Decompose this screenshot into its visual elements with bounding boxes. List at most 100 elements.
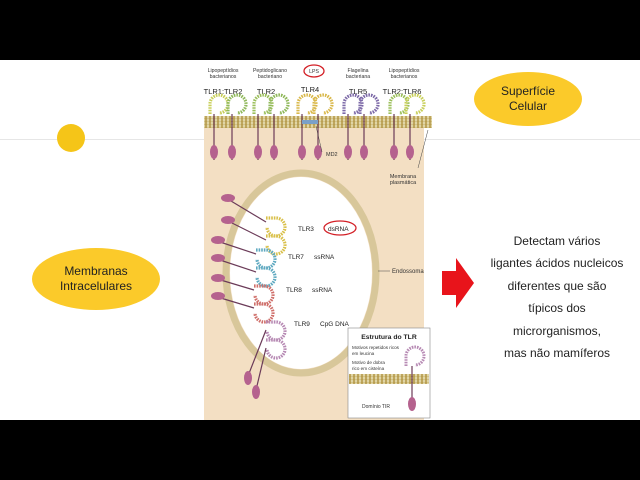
tir-domain (254, 145, 262, 159)
tlr3-ligand: dsRNA (328, 226, 349, 233)
tlr7-ligand: ssRNA (314, 254, 335, 261)
ligand-label: LPS (309, 69, 319, 75)
tlr8-ligand: ssRNA (312, 287, 333, 294)
tlr9-label: TLR9 (294, 321, 310, 328)
tlr8-ectodomain (253, 302, 275, 324)
receptor-stalk (225, 197, 267, 223)
tir-domain (211, 254, 225, 262)
endosome-membrane (222, 169, 380, 377)
tir-domain (210, 145, 218, 159)
receptor-label: TLR4 (301, 85, 319, 94)
tlr5-ectodomain (358, 93, 380, 115)
dsrna-highlight-circle (323, 220, 357, 236)
lrr-label: em leucina (352, 351, 375, 356)
bubble-line: Membranas (64, 264, 128, 278)
inset-receptor (404, 345, 426, 367)
endosome-lumen (230, 177, 372, 369)
ligand-label: bacteriana (346, 74, 370, 80)
bubble-line: Superfície (500, 84, 556, 98)
lps-highlight-circle (303, 64, 325, 78)
receptor-stalk (247, 329, 267, 377)
receptor-stalk (225, 219, 267, 241)
receptor-label: TLR1:TLR2 (204, 87, 243, 96)
tir-domain (314, 145, 322, 159)
tlr2-ectodomain (252, 93, 274, 115)
tlr-structure-inset (347, 327, 431, 419)
tir-domain (270, 145, 278, 159)
superficie-celular-bubble: Superfície Celular (474, 72, 582, 126)
membrane-label: Membrana (390, 174, 417, 180)
ligand-label: Lipopeptídios (389, 68, 420, 74)
tlr4-ectodomain (296, 93, 318, 115)
description-line: típicos dos (528, 301, 586, 316)
cys-label: Motivo de dobra (352, 360, 385, 365)
description-text: Detectam vários ligantes ácidos nucleico… (482, 230, 632, 364)
receptor-label: TLR2 (257, 87, 275, 96)
tir-domain (211, 274, 225, 282)
description-line: diferentes que são (507, 278, 607, 293)
ligand-label: bacterianos (391, 74, 418, 80)
tir-domain (211, 236, 225, 244)
inset-title: Estrutura do TLR (361, 334, 417, 341)
tlr2-ectodomain (268, 93, 290, 115)
tlr3-label: TLR3 (298, 226, 314, 233)
tlr9-ectodomain (265, 338, 287, 360)
description-line: microrganismos, (512, 323, 602, 338)
tir-domain (221, 216, 235, 224)
tir-domain (211, 292, 225, 300)
ligand-label: bacterianos (210, 74, 237, 80)
ligand-label: Peptidoglicano (253, 68, 287, 74)
tlr9-ligand: CpG DNA (320, 321, 350, 328)
md2-label: MD2 (326, 152, 338, 158)
tlr-figure: Lipopeptídios bacterianos Peptidoglicano… (204, 64, 432, 420)
description-line: ligantes ácidos nucleicos (490, 256, 624, 271)
tir-domain (228, 145, 236, 159)
tir-domain (390, 145, 398, 159)
ligand-label: Flagelina (347, 68, 368, 74)
md2-protein (302, 120, 318, 124)
tir-domain (244, 371, 252, 385)
tir-label: Domínio TIR (362, 404, 390, 410)
tir-domain (406, 145, 414, 159)
membrane-leader (417, 129, 429, 169)
lrr-label: Motivos repetidos ricos (352, 345, 400, 350)
bubble-line: Intracelulares (59, 279, 133, 293)
tlr7-label: TLR7 (288, 254, 304, 261)
bubble-line: Celular (508, 99, 547, 113)
tlr2-ectodomain (388, 93, 410, 115)
tir-domain (344, 145, 352, 159)
tlr3-ectodomain (265, 216, 287, 238)
ligand-label: bacteriano (258, 74, 282, 80)
description-line: Detectam vários (513, 234, 601, 248)
accent-dot (57, 124, 85, 152)
inset-membrane (349, 374, 429, 384)
tlr3-ectodomain (265, 234, 287, 256)
tlr1-ectodomain (208, 93, 230, 115)
tlr8-ectodomain (253, 284, 275, 306)
md2-leader (315, 125, 323, 153)
tlr2-ectodomain (226, 93, 248, 115)
membrane-label: plasmática (390, 180, 417, 186)
endosome-label: Endossoma (392, 269, 424, 275)
tir-domain (252, 385, 260, 399)
slide: Superfície Celular Membranas Intracelula… (0, 60, 640, 420)
receptor-label: TLR5 (349, 87, 367, 96)
tir-domain (360, 145, 368, 159)
tlr4-ectodomain (312, 93, 334, 115)
receptor-stalk (255, 347, 267, 391)
tlr7-ectodomain (255, 248, 277, 270)
membranas-intracelulares-bubble: Membranas Intracelulares (32, 248, 160, 310)
tlr6-ectodomain (404, 93, 426, 115)
tlr9-ectodomain (265, 320, 287, 342)
tlr5-ectodomain (342, 93, 364, 115)
receptor-label: TLR2:TLR6 (383, 87, 422, 96)
tir-domain (298, 145, 306, 159)
tir-domain (221, 194, 235, 202)
red-arrow-icon (442, 258, 474, 308)
tlr7-ectodomain (255, 266, 277, 288)
tlr8-label: TLR8 (286, 287, 302, 294)
inset-tir-domain (408, 397, 416, 411)
ligand-label: Lipopeptídios (208, 68, 239, 74)
cys-label: rico em cisteína (352, 366, 385, 371)
description-line: mas não mamíferos (503, 345, 611, 360)
